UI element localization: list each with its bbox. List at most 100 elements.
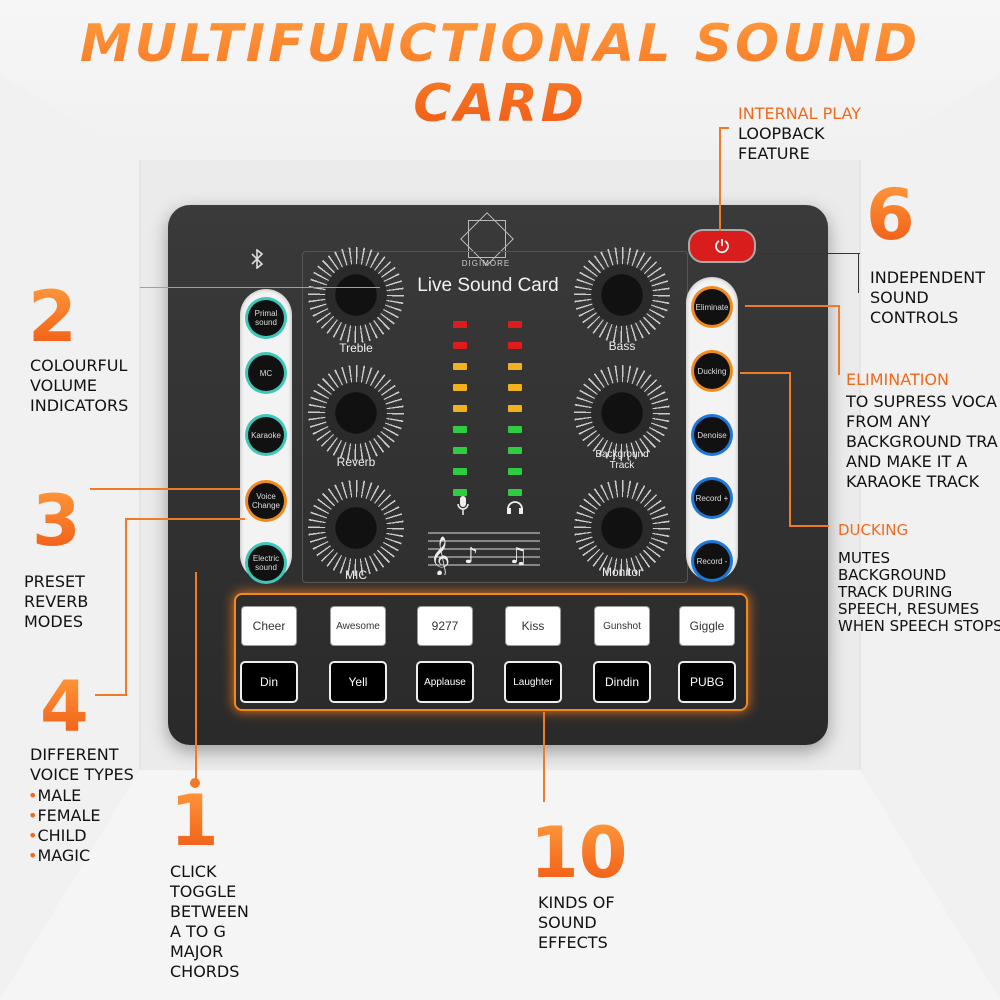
treble-label: Treble: [339, 341, 373, 355]
mic-knob[interactable]: [308, 480, 404, 576]
svg-text:♪: ♪: [464, 544, 478, 569]
reverb-label: Reverb: [336, 455, 376, 469]
ten-line-2: SOUND: [538, 913, 597, 932]
treble-knob[interactable]: [308, 247, 404, 343]
effect-button-1[interactable]: Cheer: [242, 607, 296, 645]
ducking-button[interactable]: Ducking: [694, 353, 730, 389]
meter-segment: [453, 405, 467, 412]
one-line-5: MAJOR: [170, 942, 224, 961]
internal-play-line-2: FEATURE: [738, 144, 810, 163]
meter-segment: [508, 321, 522, 328]
meter-segment: [508, 489, 522, 496]
callout-dot-1: [190, 778, 200, 788]
callout-line-elimination: [745, 305, 840, 307]
three-line-2: REVERB: [24, 592, 89, 611]
effect-button-4[interactable]: Kiss: [506, 607, 560, 645]
voice-change-button[interactable]: Voice Change: [248, 483, 284, 519]
one-line-1: CLICK: [170, 862, 217, 881]
two-line-1: COLOURFUL: [30, 356, 128, 375]
callout-line-internal-play: [719, 127, 721, 231]
elimination-heading: ELIMINATION: [846, 370, 949, 389]
callout-line-6-v: [858, 253, 859, 293]
three-line-3: MODES: [24, 612, 83, 631]
four-line-2: VOICE TYPES: [30, 765, 134, 784]
meter-segment: [453, 489, 467, 496]
callout-line-elimination-v: [838, 305, 840, 375]
elimination-line-1: TO SUPRESS VOCA: [846, 392, 997, 411]
background-track-knob[interactable]: [574, 365, 670, 461]
eliminate-button[interactable]: Eliminate: [694, 289, 730, 325]
meter-segment: [508, 384, 522, 391]
record-plus-button[interactable]: Record +: [694, 480, 730, 516]
effect-button-3[interactable]: 9277: [418, 607, 472, 645]
page-title: MULTIFUNCTIONAL SOUND CARD: [0, 14, 1000, 134]
effect-button-12[interactable]: PUBG: [680, 663, 734, 701]
music-notes-icon: 𝄞 ♪ ♫: [428, 532, 540, 575]
meter-segment: [508, 405, 522, 412]
power-button[interactable]: [688, 229, 756, 263]
four-bullet-2: •FEMALE: [28, 806, 101, 825]
effect-button-2[interactable]: Awesome: [331, 607, 385, 645]
elimination-line-5: KARAOKE TRACK: [846, 472, 980, 491]
device-label: Live Sound Card: [417, 275, 559, 296]
meter-segment: [508, 468, 522, 475]
svg-text:𝄞: 𝄞: [430, 536, 450, 575]
elimination-line-2: FROM ANY: [846, 412, 931, 431]
effect-button-5[interactable]: Gunshot: [595, 607, 649, 645]
reverb-knob[interactable]: [308, 365, 404, 461]
internal-play-line-1: LOOPBACK: [738, 124, 825, 143]
meter-segment: [453, 447, 467, 454]
monitor-knob[interactable]: [574, 480, 670, 576]
ten-line-3: EFFECTS: [538, 933, 608, 952]
internal-play-heading: INTERNAL PLAY: [738, 104, 862, 123]
callout-number-6: 6: [866, 174, 915, 256]
callout-line-10: [543, 712, 545, 802]
meter-segment: [508, 363, 522, 370]
electric-sound-button[interactable]: Electric sound: [248, 545, 284, 581]
callout-line-3: [90, 488, 240, 490]
meter-segment: [508, 426, 522, 433]
effect-button-6[interactable]: Giggle: [680, 607, 734, 645]
effect-button-7[interactable]: Din: [242, 663, 296, 701]
mic-label: MIC: [345, 568, 367, 582]
denoise-button[interactable]: Denoise: [694, 417, 730, 453]
callout-line-2: [140, 287, 380, 288]
two-line-2: VOLUME: [30, 376, 97, 395]
callout-line-4-foot: [95, 694, 127, 696]
four-bullet-4: •MAGIC: [28, 846, 91, 865]
ducking-line-2: BACKGROUND: [838, 566, 947, 584]
two-line-3: INDICATORS: [30, 396, 129, 415]
svg-text:♫: ♫: [508, 544, 528, 569]
callout-line-6: [760, 253, 860, 254]
one-line-3: BETWEEN: [170, 902, 249, 921]
ducking-line-5: WHEN SPEECH STOPS: [838, 617, 1000, 635]
mc-button[interactable]: MC: [248, 355, 284, 391]
effect-button-10[interactable]: Laughter: [506, 663, 560, 701]
six-line-3: CONTROLS: [870, 308, 959, 327]
one-line-2: TOGGLE: [170, 882, 237, 901]
primal-sound-button[interactable]: Primal sound: [248, 300, 284, 336]
meter-segment: [453, 468, 467, 475]
background-track-label: Background Track: [595, 449, 649, 471]
one-line-6: CHORDS: [170, 962, 240, 981]
callout-number-3: 3: [32, 480, 81, 562]
callout-number-4: 4: [40, 666, 89, 748]
callout-line-ducking-v: [789, 372, 791, 527]
effect-button-9[interactable]: Applause: [418, 663, 472, 701]
meter-segment: [453, 363, 467, 370]
ducking-heading: DUCKING: [838, 521, 909, 539]
four-bullet-3: •CHILD: [28, 826, 87, 845]
record-minus-button[interactable]: Record -: [694, 543, 730, 579]
brand-logo-square: [468, 220, 506, 258]
callout-line-ducking-h: [789, 525, 829, 527]
elimination-line-4: AND MAKE IT A: [846, 452, 968, 471]
ducking-line-1: MUTES: [838, 549, 891, 567]
callout-number-10: 10: [530, 812, 628, 894]
ducking-line-3: TRACK DURING: [838, 583, 953, 601]
karaoke-button[interactable]: Karaoke: [248, 417, 284, 453]
effect-button-8[interactable]: Yell: [331, 663, 385, 701]
bass-knob[interactable]: [574, 247, 670, 343]
ducking-line-4: SPEECH, RESUMES: [838, 600, 980, 618]
meter-segment: [453, 426, 467, 433]
effect-button-11[interactable]: Dindin: [595, 663, 649, 701]
